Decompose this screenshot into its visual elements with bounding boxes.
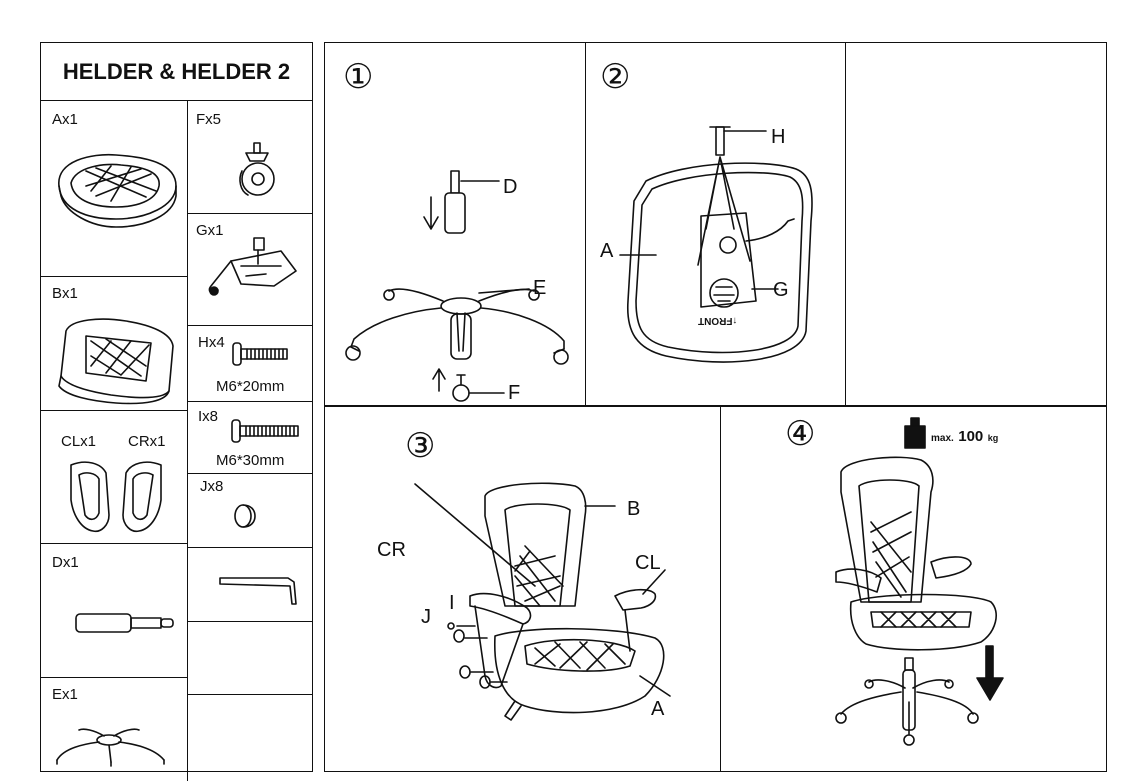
step-1-number: ① [343,57,374,97]
part-cell-empty-1 [188,622,312,695]
part-a-label: Ax1 [52,111,78,128]
step-3-label-a: A [651,698,665,720]
part-cell-h: Hx4 M6*20mm [188,326,312,402]
step-1-label-d: D [503,176,518,198]
max-load-prefix: max. [931,433,954,444]
step-3-label-b: B [627,498,641,520]
part-cl-label: CLx1 [61,433,97,450]
part-j-label: Jx8 [200,478,224,495]
parts-right-column: Fx5 Gx1 Hx4 [188,101,312,781]
allen-key-icon [219,577,297,605]
step-4-drawing [835,456,997,746]
max-load-value: 100 [958,428,984,445]
armrest-icon [70,461,162,533]
steps-bottom-row: ③ B [324,405,1107,772]
part-h-size: M6*20mm [216,378,285,395]
weight-icon [904,417,926,449]
down-arrow-icon [976,645,1004,701]
backrest-icon [58,318,174,405]
part-h-label: Hx4 [198,334,225,351]
part-cr-label: CRx1 [128,433,166,450]
part-cell-e: Ex1 [41,678,187,781]
step-3-number: ③ [405,426,436,466]
seat-icon [58,153,177,228]
step-1-panel: ① D E [325,43,586,406]
bolt-icon [232,342,288,366]
step-empty-panel [846,43,1106,406]
step-4-panel: ④ max. 100 kg [721,406,1106,771]
step-3-panel: ③ B [325,406,721,771]
step-3-label-cl: CL [635,552,661,574]
parts-panel: HELDER & HELDER 2 Ax1 Bx1 CLx1 CRx1 [40,42,313,781]
max-load-unit: kg [987,433,999,443]
step-3-label-j: J [421,606,431,628]
part-cell-i: Ix8 M6*30mm [188,402,312,474]
part-cell-key [188,548,312,622]
part-cell-f: Fx5 [188,101,312,214]
step-2-panel: ② H A G ↑FRONT [586,43,846,406]
part-i-label: Ix8 [198,408,219,425]
step-3-drawing [414,482,671,721]
part-g-label: Gx1 [196,222,224,239]
part-cell-c: CLx1 CRx1 [41,411,187,544]
step-1-drawing [345,170,569,402]
part-cell-d: Dx1 [41,544,187,678]
mechanism-icon [208,237,297,296]
part-e-label: Ex1 [52,686,78,703]
part-i-size: M6*30mm [216,452,285,469]
step-2-label-g: G [773,279,789,301]
steps-top-row: ① D E [324,42,1107,407]
part-cell-b: Bx1 [41,277,187,411]
part-cell-g: Gx1 [188,214,312,326]
part-cell-empty-2 [188,695,312,781]
gas-lift-icon [75,613,174,633]
step-3-label-cr: CR [377,539,406,561]
part-f-label: Fx5 [196,111,222,128]
max-load-label: max. 100 kg [931,428,998,446]
bolt-icon [231,419,299,443]
product-title: HELDER & HELDER 2 [41,43,312,101]
step-2-label-a: A [600,240,614,262]
step-4-number: ④ [785,414,816,454]
part-d-label: Dx1 [52,554,79,571]
step-2-drawing [619,126,813,363]
step-3-label-i: I [449,592,455,614]
part-cell-j: Jx8 [188,474,312,548]
base-icon [56,728,165,767]
step-2-number: ② [600,57,631,97]
part-cell-a: Ax1 [41,101,187,277]
cap-icon [234,504,256,528]
step-1-label-f: F [508,382,521,404]
step-2-front-label: ↑FRONT [698,315,738,326]
part-b-label: Bx1 [52,285,78,302]
parts-left-column: Ax1 Bx1 CLx1 CRx1 [41,101,188,781]
caster-icon [239,142,275,196]
step-2-label-h: H [771,126,786,148]
step-1-label-e: E [533,277,547,299]
